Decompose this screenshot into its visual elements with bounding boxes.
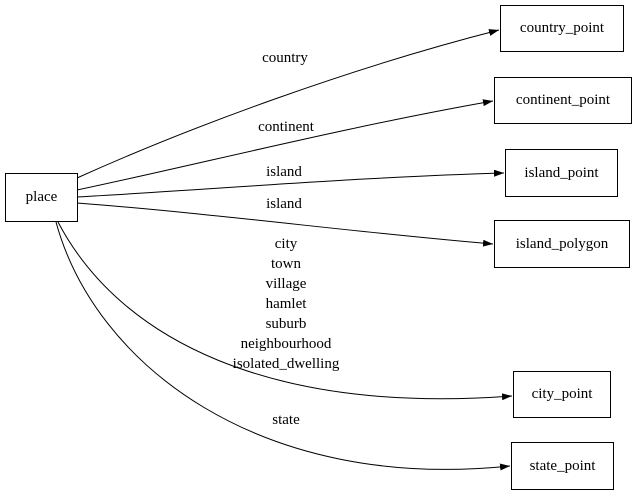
edge-place-continent_point [76, 99, 494, 191]
node-country_point: country_point [500, 5, 624, 52]
node-island_point: island_point [505, 149, 618, 197]
edge-place-city_point [57, 221, 513, 401]
node-state_point: state_point [511, 442, 614, 490]
edge-label-country: country [262, 50, 308, 66]
edge-label-continent: continent [258, 119, 314, 135]
node-place: place [5, 173, 78, 222]
edge-place-island_point [76, 169, 505, 198]
edge-place-country_point [76, 29, 500, 179]
node-island_polygon: island_polygon [494, 220, 630, 268]
edge-place-state_point [55, 221, 511, 471]
edge-label-state: state [272, 412, 300, 428]
edge-place-island_polygon [76, 202, 494, 247]
edge-label-island-point: island [266, 164, 302, 180]
node-city_point: city_point [513, 371, 611, 418]
edge-label-city-group: city town village hamlet suburb neighbou… [232, 236, 340, 372]
edge-label-island-polygon: island [266, 196, 302, 212]
node-continent_point: continent_point [494, 77, 632, 124]
